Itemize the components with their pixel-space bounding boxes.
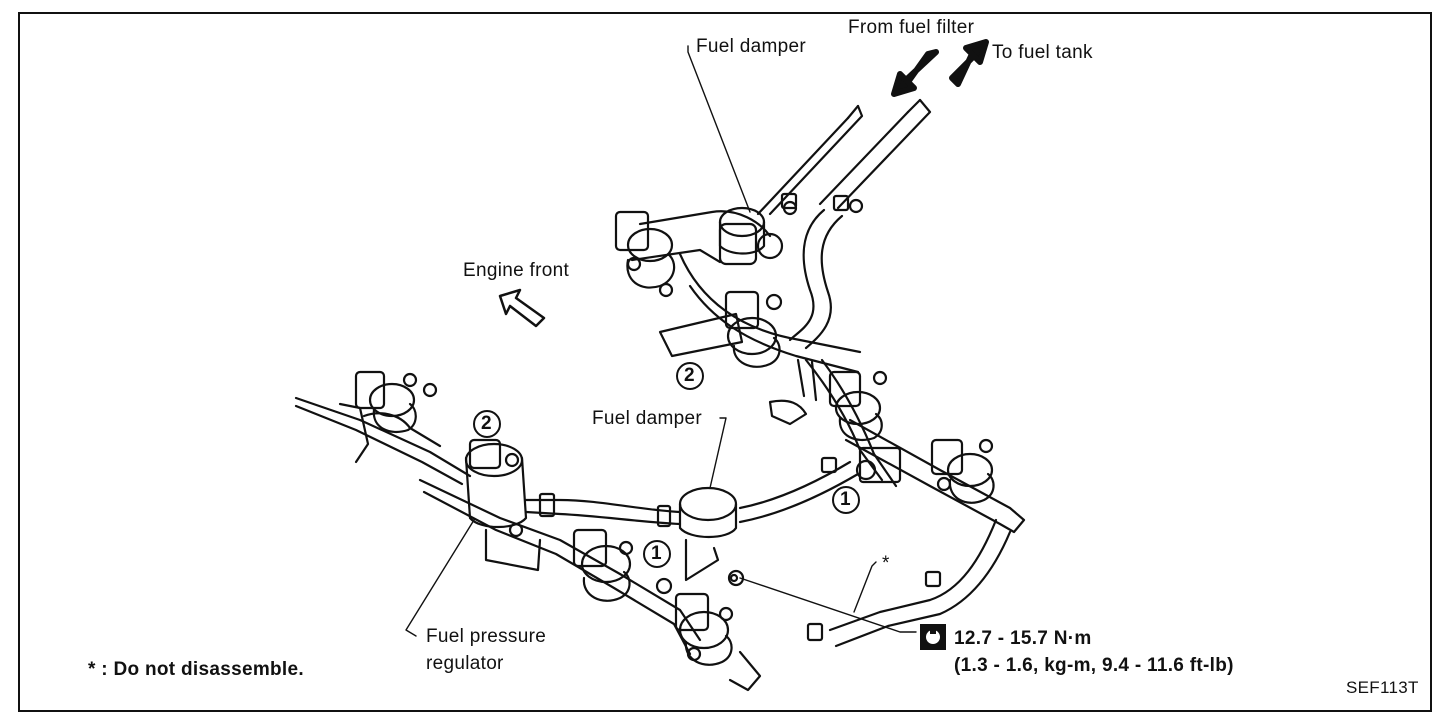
asterisk-marker: * xyxy=(882,553,890,574)
right-fuel-rail xyxy=(804,358,1026,648)
fuel-pressure-regulator xyxy=(464,438,682,572)
upper-fuel-lines xyxy=(756,98,932,350)
callout-circles xyxy=(473,362,860,568)
engine-front-arrow-icon xyxy=(498,288,546,328)
arrow-to-tank-icon xyxy=(949,39,989,87)
callout-2-upper: 2 xyxy=(684,365,695,386)
label-engine-front: Engine front xyxy=(463,260,570,281)
leader-lines xyxy=(405,45,917,637)
fuel-damper-middle xyxy=(655,460,860,595)
label-from-fuel-filter: From fuel filter xyxy=(848,17,975,38)
callout-1-right: 1 xyxy=(840,489,851,510)
note-do-not-disassemble: * : Do not disassemble. xyxy=(88,659,304,680)
label-fuel-damper-top: Fuel damper xyxy=(696,36,806,57)
hose-clamps xyxy=(538,192,942,642)
torque-wrench-icon xyxy=(920,624,946,650)
label-to-fuel-tank: To fuel tank xyxy=(992,42,1093,63)
figure-frame xyxy=(18,12,1432,712)
label-regulator: regulator xyxy=(426,653,504,674)
torque-spec-nm: 12.7 - 15.7 N·m xyxy=(954,628,1092,649)
upper-fuel-rail xyxy=(630,210,862,426)
torque-spec-kgm-ftlb: (1.3 - 1.6, kg-m, 9.4 - 11.6 ft-lb) xyxy=(954,655,1234,676)
right-injectors xyxy=(828,370,995,504)
left-injectors xyxy=(354,370,734,666)
callout-1-middle: 1 xyxy=(651,543,662,564)
figure-code: SEF113T xyxy=(1346,678,1419,697)
callout-2-left: 2 xyxy=(481,413,492,434)
label-fuel-damper-middle: Fuel damper xyxy=(592,408,702,429)
upper-injectors xyxy=(614,210,784,368)
arrow-from-filter-icon xyxy=(891,49,939,97)
label-fuel-pressure: Fuel pressure xyxy=(426,626,547,647)
